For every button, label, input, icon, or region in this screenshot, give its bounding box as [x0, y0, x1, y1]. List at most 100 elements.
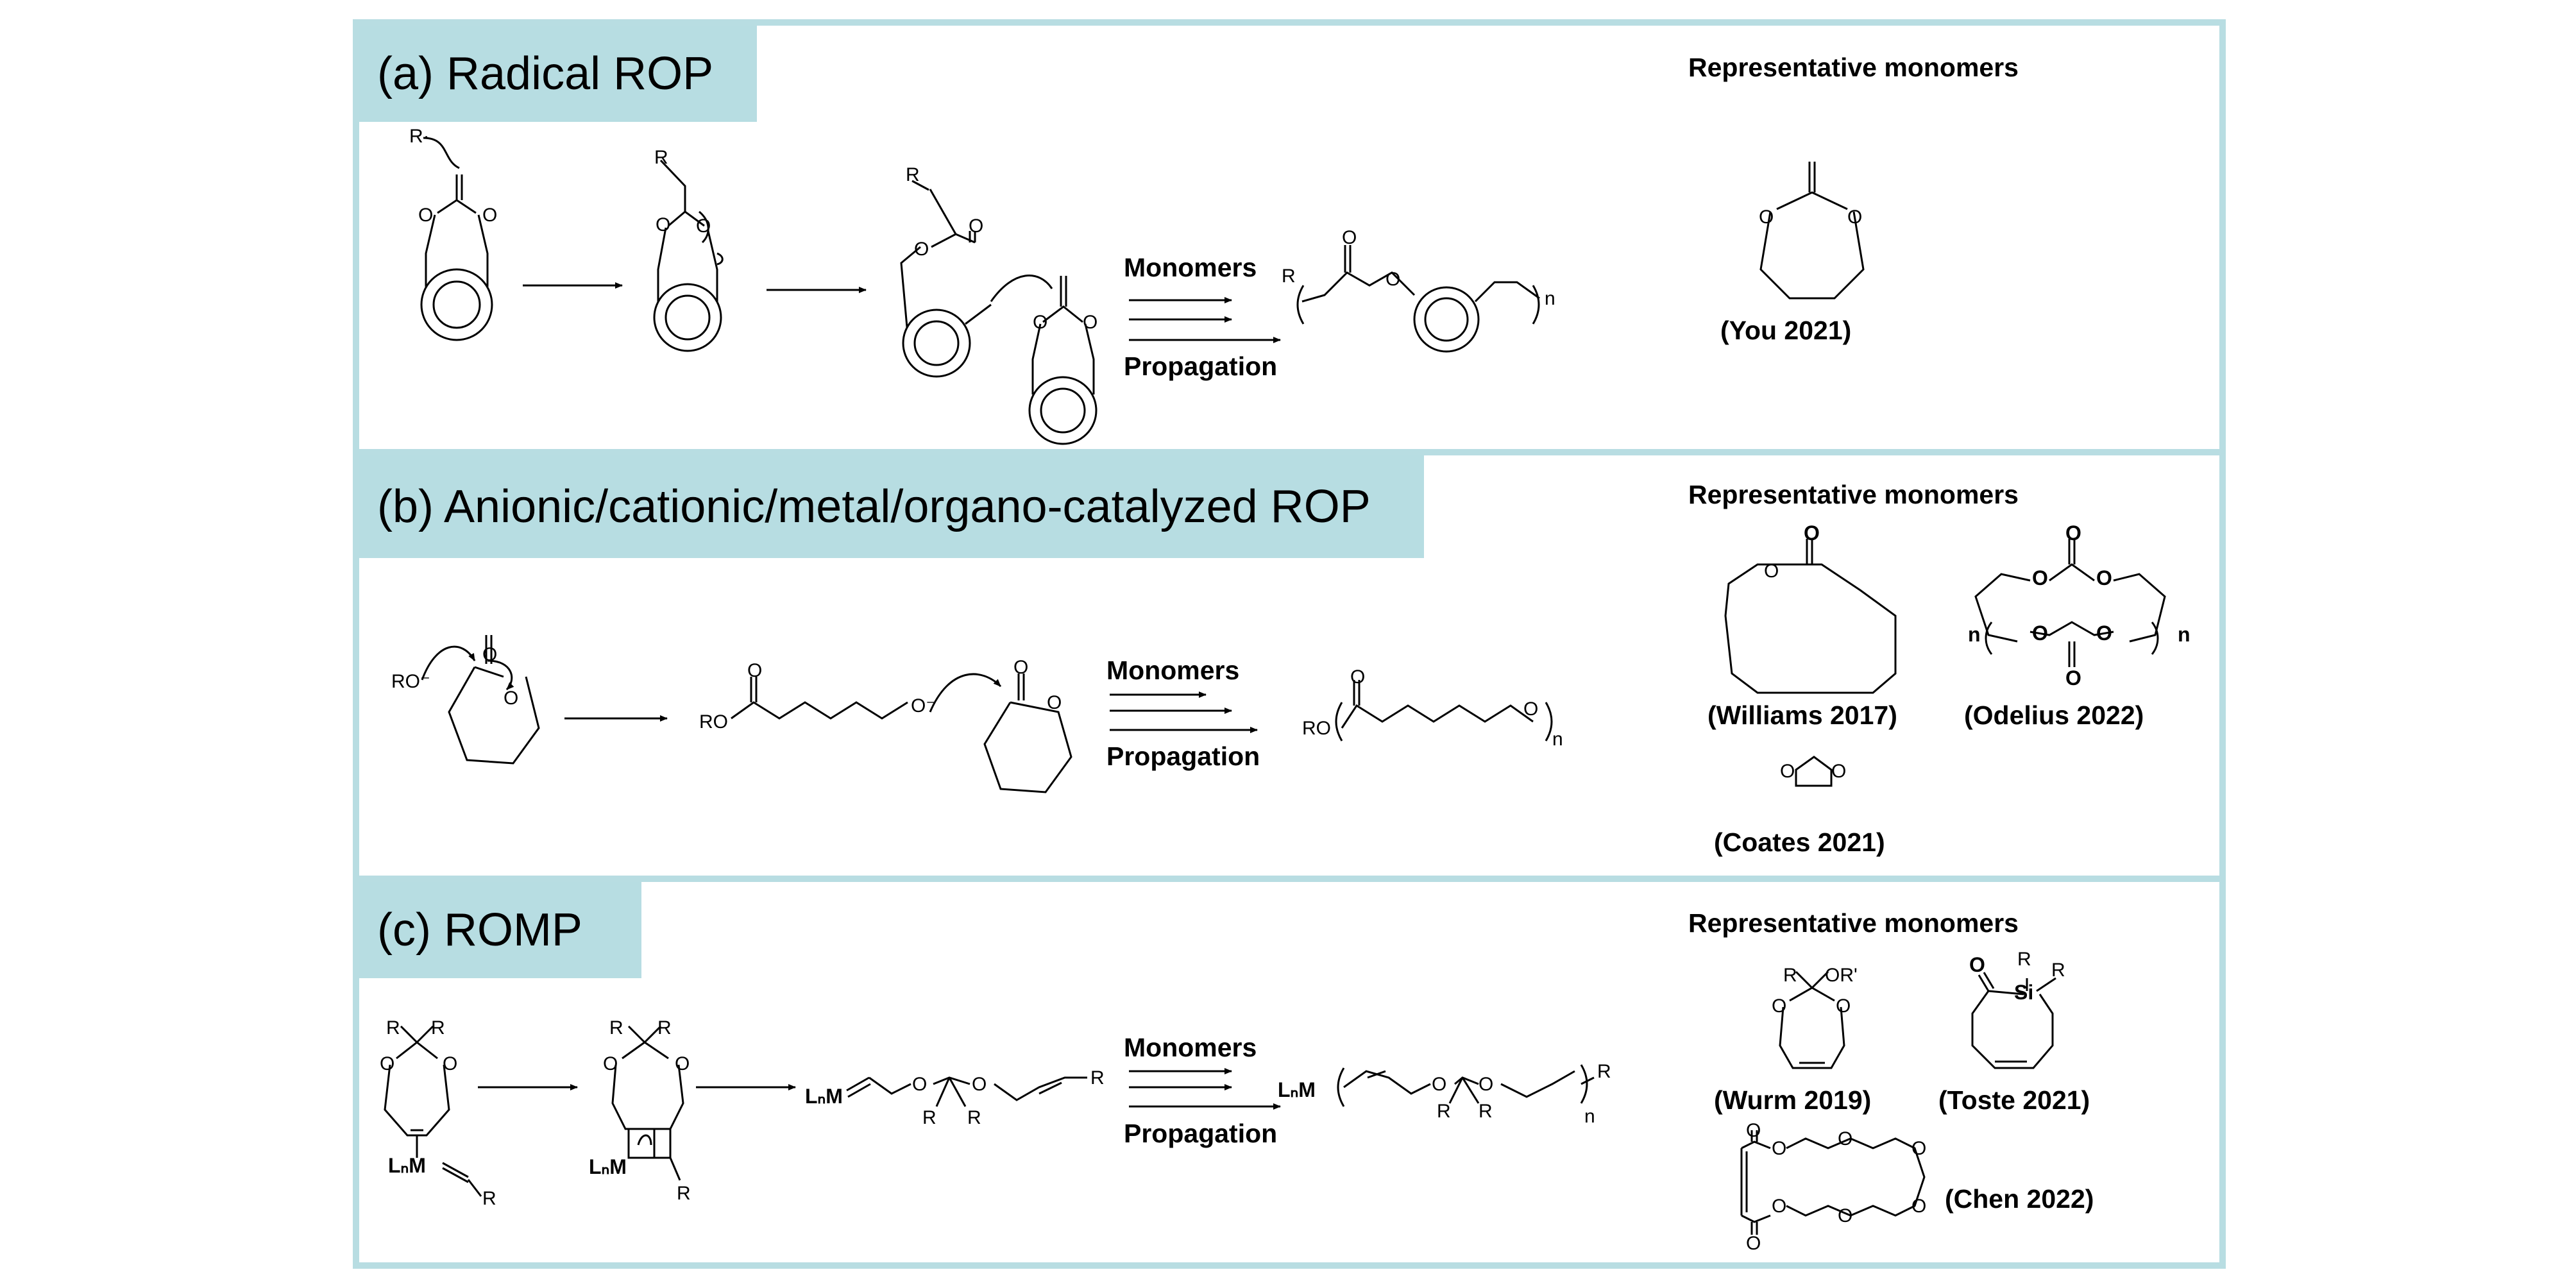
atom-o: O [1772, 1138, 1786, 1159]
atom-lnm: LₙM [1278, 1078, 1316, 1101]
panel-c-title: (c) ROMP [359, 882, 641, 978]
atom-r: R [677, 1183, 691, 1204]
atom-o: O [504, 688, 518, 709]
atom-o: O [2065, 521, 2081, 545]
atom-n: n [1545, 288, 1555, 309]
atom-o: O [1804, 521, 1820, 545]
atom-o: O [1847, 207, 1862, 228]
atom-o-minus: O⁻ [911, 695, 936, 716]
atom-o: O [1772, 996, 1786, 1017]
panel-c-structure-2 [611, 1025, 684, 1181]
propagation-label-c: Propagation [1124, 1119, 1278, 1148]
atom-o: O [443, 1053, 457, 1074]
panel-b-title: (b) Anionic/cationic/metal/organo-cataly… [359, 455, 1424, 558]
atom-o: O [482, 644, 497, 665]
atom-r: R [2017, 949, 2031, 970]
atom-o: O [1764, 561, 1779, 582]
monomers-label-a: Monomers [1124, 253, 1257, 282]
atom-o: O [1523, 699, 1538, 720]
atom-o: O [747, 660, 762, 681]
atom-o: O [1836, 996, 1851, 1017]
atom-o: O [1385, 269, 1400, 290]
monomers-label-c: Monomers [1124, 1033, 1257, 1062]
panel-b-structure-2 [731, 673, 1072, 793]
atom-n: n [1552, 729, 1563, 750]
atom-o: O [380, 1053, 394, 1074]
monomer-you-2021 [1759, 162, 1865, 300]
atom-r: R [1597, 1061, 1611, 1082]
atom-si: Si [2014, 981, 2033, 1004]
panel-a-structure-2 [653, 159, 724, 352]
propagation-label-a: Propagation [1124, 352, 1278, 381]
atom-o: O [1432, 1074, 1446, 1095]
panel-c-structure-1 [384, 1025, 482, 1197]
citation-coates-2021: (Coates 2021) [1714, 827, 1885, 857]
arrows-c-propagation [1129, 1068, 1281, 1110]
atom-r: R [1282, 266, 1296, 287]
citation-chen-2022: (Chen 2022) [1945, 1184, 2094, 1214]
atom-r: R [906, 164, 920, 185]
atom-o: O [1969, 953, 1985, 976]
atom-o: O [1759, 207, 1774, 228]
atom-o: O [1479, 1074, 1493, 1095]
atom-o: O [1911, 1196, 1926, 1217]
atom-o: O [1033, 312, 1047, 333]
panel-divider-2 [359, 876, 2219, 882]
atom-ro: RO [699, 711, 728, 733]
propagation-label-b: Propagation [1106, 741, 1260, 771]
rep-title-a: Representative monomers [1688, 53, 2019, 82]
atom-o: O [1772, 1196, 1786, 1217]
atom-r: R [386, 1017, 400, 1038]
rep-title-b: Representative monomers [1688, 480, 2019, 509]
atom-r: R [922, 1107, 936, 1128]
atom-n: n [1584, 1106, 1595, 1127]
atom-o: O [1013, 657, 1028, 678]
atom-o: O [1083, 312, 1097, 333]
atom-r: R [1479, 1101, 1493, 1122]
atom-r: R [1783, 965, 1797, 986]
atom-n: n [1968, 623, 1981, 646]
atom-o: O [1911, 1138, 1926, 1159]
panel-b-polymer [1335, 680, 1553, 741]
citation-toste-2021: (Toste 2021) [1938, 1085, 2090, 1115]
atom-o: O [1746, 1120, 1761, 1141]
panel-a-polymer [1296, 245, 1540, 353]
panel-c-structure-3 [846, 1076, 1087, 1107]
atom-r: R [1437, 1101, 1451, 1122]
rep-title-c: Representative monomers [1688, 908, 2019, 938]
atom-o: O [972, 1074, 987, 1095]
atom-o: O [1342, 227, 1357, 248]
atom-r: R [431, 1017, 445, 1038]
monomers-label-b: Monomers [1106, 656, 1240, 685]
atom-r: R [482, 1188, 496, 1209]
panel-b-structure-1 [421, 635, 540, 765]
atom-o: O [969, 216, 983, 237]
panel-divider-1 [359, 449, 2219, 455]
citation-williams-2017: (Williams 2017) [1707, 700, 1897, 730]
atom-o: O [1831, 761, 1846, 782]
atom-r: R [967, 1107, 981, 1128]
atom-o: O [2096, 622, 2112, 645]
atom-ro-minus: RO⁻ [391, 671, 430, 692]
atom-o: O [1780, 761, 1795, 782]
arrows-a-propagation [1129, 297, 1281, 343]
atom-r: R [654, 147, 668, 168]
atom-lnm: LₙM [589, 1155, 627, 1178]
atom-o: O [1746, 1233, 1761, 1254]
atom-o: O [2032, 566, 2048, 589]
atom-o: O [696, 216, 711, 237]
atom-or-prime: OR' [1825, 965, 1858, 986]
atom-r: R [657, 1017, 672, 1038]
panel-a-structure-3 [900, 180, 1097, 445]
figure-frame: (a) Radical ROP (b) Anionic/cationic/met… [353, 19, 2226, 1269]
panel-c-polymer [1337, 1064, 1595, 1107]
atom-o: O [1838, 1128, 1852, 1149]
atom-o: O [914, 239, 929, 260]
monomer-odelius-2022 [1974, 539, 2166, 667]
atom-lnm: LₙM [388, 1154, 426, 1177]
atom-n: n [2178, 623, 2190, 646]
panel-a-title: (a) Radical ROP [359, 26, 757, 122]
atom-o: O [418, 205, 433, 226]
atom-r: R [2051, 960, 2065, 981]
